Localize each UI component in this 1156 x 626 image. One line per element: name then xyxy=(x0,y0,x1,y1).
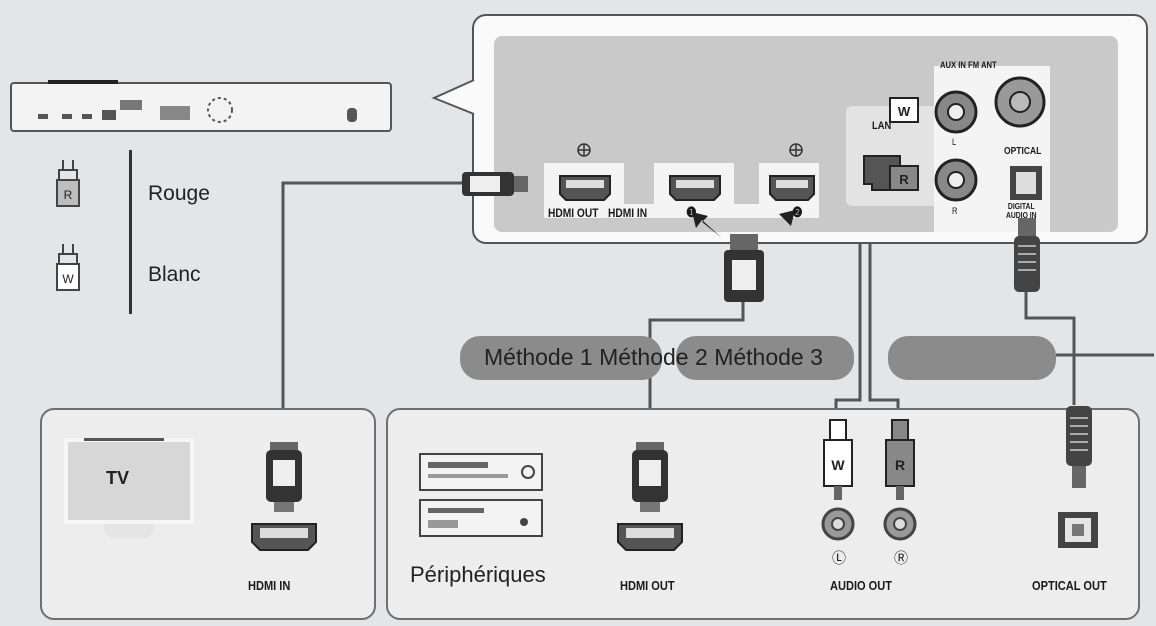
port-in-2-label: ❷ xyxy=(792,204,803,220)
method-3-pill xyxy=(888,336,1056,380)
method-3-label: Méthode 3 xyxy=(714,344,823,370)
device-audio-out-label: AUDIO OUT xyxy=(830,578,893,593)
legend-white-label: Blanc xyxy=(148,263,201,286)
rear-panel-ports: W R xyxy=(544,66,1050,238)
method-2-pill xyxy=(676,336,854,380)
rca-plug-white-letter: W xyxy=(831,457,845,473)
port-hdmi-out-label: HDMI OUT xyxy=(548,206,599,220)
devices-panel: Périphériques HDMI OUT W R Ⓛ Ⓡ AUDIO OUT xyxy=(386,406,1140,620)
rca-plug-red-icon: R xyxy=(885,419,915,500)
hdmi-plug-tv-side-icon xyxy=(462,172,528,196)
jack-right-label: Ⓡ xyxy=(894,550,908,566)
red-plug-icon: R xyxy=(56,160,80,207)
port-hdmi-in-label: HDMI IN xyxy=(608,206,648,220)
optical-plug-panel-icon xyxy=(1014,218,1040,292)
jack-left-label: Ⓛ xyxy=(832,550,846,566)
rca-jacks-icon xyxy=(821,507,917,541)
unit-ports-icon xyxy=(38,97,357,123)
methods-labels: Méthode 1 Méthode 2 Méthode 3 xyxy=(484,344,823,371)
callout-pointer xyxy=(431,79,476,115)
optical-plug-device-icon xyxy=(1066,406,1092,488)
port-digital-audio-in-label: DIGITAL AUDIO IN xyxy=(1005,202,1037,220)
tv-label: TV xyxy=(106,468,130,488)
hdmi-plug-tv-icon xyxy=(251,442,317,551)
port-in-1-label: ❶ xyxy=(686,204,697,220)
red-plug-letter: R xyxy=(64,188,73,202)
rca-plug-white-icon: W xyxy=(823,419,853,500)
port-aux-fm-label: AUX IN FM ANT xyxy=(940,60,997,70)
svg-text:R: R xyxy=(899,172,909,187)
unit-top-strip xyxy=(48,80,118,84)
white-plug-letter: W xyxy=(62,272,74,286)
hdmi-plug-device-icon xyxy=(617,442,683,551)
method-1-label: Méthode 1 xyxy=(484,344,593,370)
method-1-pill xyxy=(460,336,662,380)
aux-right-label: R xyxy=(952,206,958,216)
cable-optical xyxy=(1024,290,1076,405)
cable-tv xyxy=(281,181,470,440)
rear-panel-callout: W R HDMI OUT HDMI IN ❶ ❷ LAN AUX IN FM A… xyxy=(472,14,1148,244)
port-lan-label: LAN xyxy=(872,120,892,132)
home-cinema-unit xyxy=(10,80,392,132)
device-players-icon xyxy=(419,453,543,537)
devices-title: Périphériques xyxy=(410,562,546,587)
aux-left-label: L xyxy=(952,137,957,147)
svg-text:W: W xyxy=(898,104,911,119)
port-optical-label: OPTICAL xyxy=(1004,146,1042,157)
legend-red-label: Rouge xyxy=(148,182,210,205)
optical-port-icon xyxy=(1058,512,1098,548)
legend-divider xyxy=(129,150,132,314)
hdmi-plug-devices-side-icon xyxy=(724,234,764,302)
legend: R W Rouge Blanc xyxy=(40,150,280,320)
tv-panel: TV HDMI IN xyxy=(40,408,376,620)
device-optical-out-label: OPTICAL OUT xyxy=(1032,578,1107,593)
method-2-label: Méthode 2 xyxy=(599,344,708,370)
tv-hdmi-in-label: HDMI IN xyxy=(248,578,291,593)
rca-plug-red-letter: R xyxy=(895,457,905,473)
device-hdmi-out-label: HDMI OUT xyxy=(620,578,675,593)
cable-devices-hdmi xyxy=(648,300,745,440)
white-plug-icon: W xyxy=(56,244,80,291)
tv-icon: TV xyxy=(64,438,194,538)
